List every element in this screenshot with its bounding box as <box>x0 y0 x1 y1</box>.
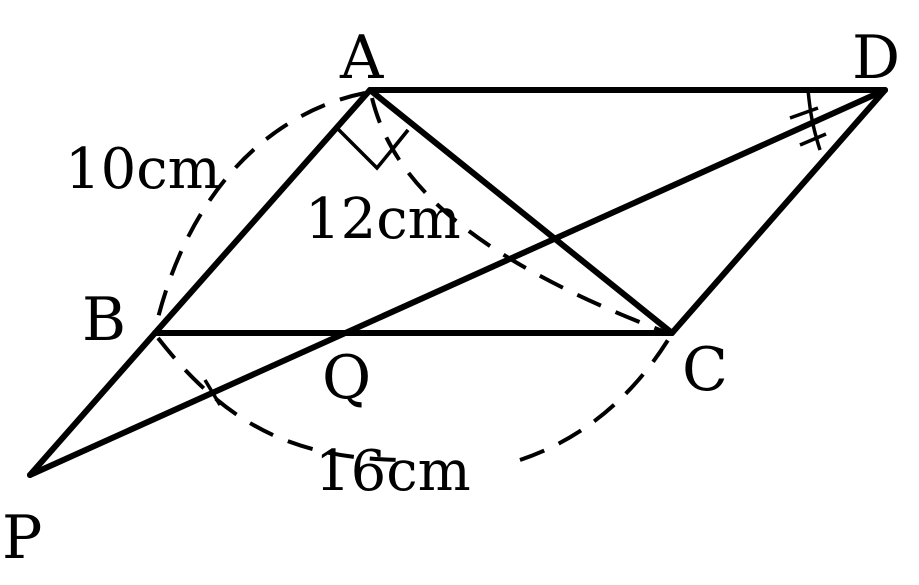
length-bc: 16cm <box>315 439 471 504</box>
label-d: D <box>852 23 900 93</box>
segment-pb <box>27 330 158 478</box>
segment-pd <box>27 87 888 478</box>
angle-mark-d <box>806 89 822 151</box>
length-ac: 12cm <box>305 187 461 252</box>
right-angle-mark <box>335 126 410 171</box>
angle-tick-2 <box>799 132 827 147</box>
segment-dc <box>669 87 888 336</box>
tick-bp <box>203 379 222 406</box>
arc-ac <box>370 97 666 334</box>
label-p: P <box>2 503 42 573</box>
angle-tick-1 <box>789 106 819 120</box>
arc-ab <box>153 91 366 331</box>
segment-ab <box>152 87 373 336</box>
arc-bc <box>156 336 670 462</box>
tick-ac <box>390 128 410 152</box>
length-ab: 10cm <box>65 137 221 202</box>
label-q: Q <box>322 343 371 413</box>
label-c: C <box>682 335 728 405</box>
label-a: A <box>339 23 384 93</box>
segment-ac <box>367 87 675 336</box>
label-b: B <box>82 285 126 355</box>
